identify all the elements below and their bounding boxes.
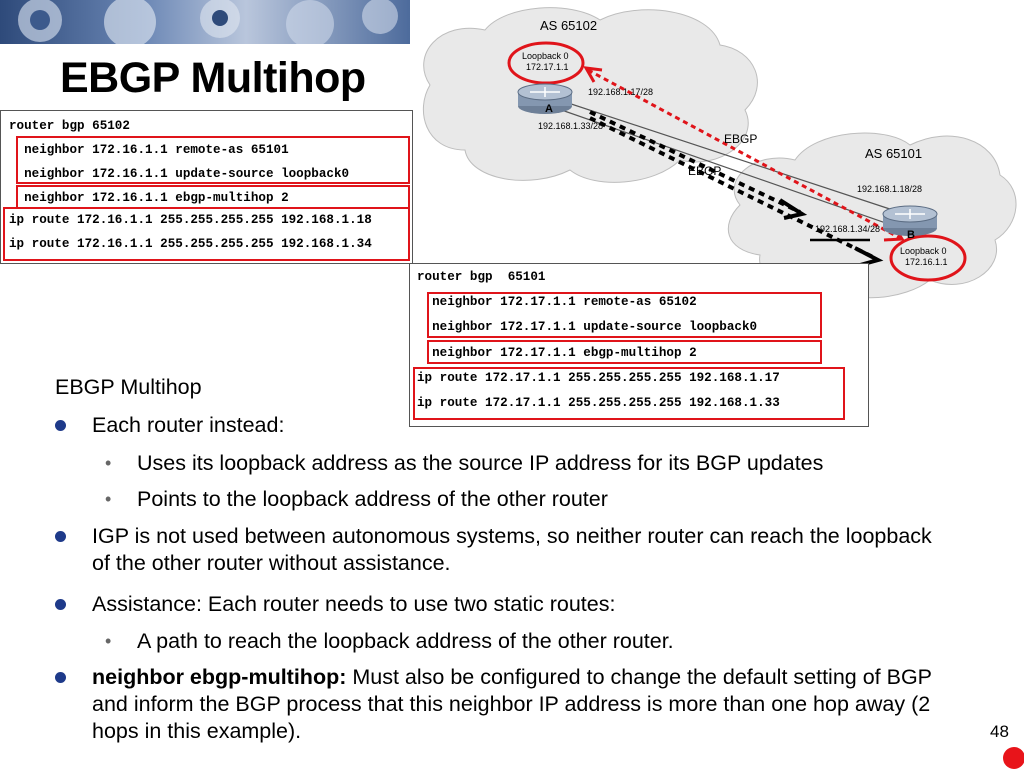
red-dot-marker — [1003, 747, 1024, 769]
config-b-line: ip route 172.17.1.1 255.255.255.255 192.… — [417, 396, 780, 410]
bullet-dot — [55, 599, 66, 610]
as-65101-label: AS 65101 — [865, 146, 922, 161]
highlight-box — [427, 292, 822, 338]
config-b-line: neighbor 172.17.1.1 ebgp-multihop 2 — [417, 346, 697, 360]
bullet-dot — [55, 531, 66, 542]
sub-bullet-dot: • — [105, 453, 112, 473]
loopback-a-circle — [507, 41, 585, 85]
header-banner-image — [0, 0, 410, 44]
as-65102-cloud — [422, 7, 758, 183]
router-a-label: A — [545, 103, 553, 115]
highlight-box — [16, 136, 410, 184]
config-router-b: router bgp 65101 neighbor 172.17.1.1 rem… — [409, 263, 869, 427]
sub-bullet-text: A path to reach the loopback address of … — [137, 629, 674, 653]
link-1 — [549, 96, 906, 215]
page-number: 48 — [990, 722, 1009, 741]
body-heading: EBGP Multihop — [55, 375, 202, 399]
config-b-line: neighbor 172.17.1.1 update-source loopba… — [417, 320, 758, 334]
config-a-line: neighbor 172.16.1.1 ebgp-multihop 2 — [9, 191, 289, 205]
ebgp-label-1: EBGP — [724, 132, 757, 146]
network-diagram: AS 65102 AS 65101 Loopback 0 172.17.1.1 … — [422, 7, 1017, 299]
config-a-line: ip route 172.16.1.1 255.255.255.255 192.… — [9, 213, 372, 227]
router-b-label: B — [907, 229, 915, 241]
config-a-line: neighbor 172.16.1.1 update-source loopba… — [9, 167, 350, 181]
bullet-text: IGP is not used between autonomous syste… — [92, 524, 932, 575]
ebgp-arrow-2 — [589, 116, 876, 260]
highlight-box — [16, 185, 410, 209]
loopback-arrow-head-a — [583, 66, 603, 83]
config-a-line: ip route 172.16.1.1 255.255.255.255 192.… — [9, 237, 372, 251]
config-b-line: ip route 172.17.1.1 255.255.255.255 192.… — [417, 371, 780, 385]
loopback-a-label: Loopback 0 — [522, 51, 569, 61]
highlight-box — [3, 207, 410, 261]
ebgp-arrow-1 — [589, 110, 801, 214]
loopback-b-circle — [889, 234, 967, 282]
a-link2-label: 192.168.1.33/28 — [538, 121, 603, 131]
bullet-dot — [55, 672, 66, 683]
b-link2-label: 192.168.1.34/28 — [815, 224, 880, 234]
config-b-line: router bgp 65101 — [417, 270, 546, 284]
loopback-b-label: Loopback 0 — [900, 246, 947, 256]
b-link1-label: 192.168.1.18/28 — [857, 184, 922, 194]
slide-title: EBGP Multihop — [60, 54, 366, 102]
highlight-box — [427, 340, 822, 364]
config-router-a: router bgp 65102 neighbor 172.16.1.1 rem… — [0, 110, 413, 264]
sub-bullet-dot: • — [105, 489, 112, 509]
sub-bullet-text: Uses its loopback address as the source … — [137, 451, 824, 475]
config-b-line: neighbor 172.17.1.1 remote-as 65102 — [417, 295, 697, 309]
loopback-a-ip: 172.17.1.1 — [526, 62, 569, 72]
sub-bullet-dot: • — [105, 631, 112, 651]
config-a-line: neighbor 172.16.1.1 remote-as 65101 — [9, 143, 289, 157]
banner-graphic — [18, 0, 398, 44]
highlight-box — [413, 367, 845, 420]
router-a-icon — [517, 83, 573, 114]
bullet-text: Assistance: Each router needs to use two… — [92, 592, 616, 616]
router-b-icon — [882, 205, 938, 236]
bullet-bold-text: neighbor ebgp-multihop: — [92, 665, 347, 689]
bullet-text: neighbor ebgp-multihop: Must also be con… — [92, 664, 952, 745]
loopback-b-ip: 172.16.1.1 — [905, 257, 948, 267]
ebgp-label-2: EBGP — [688, 164, 721, 178]
bullet-text: Each router instead: — [92, 413, 285, 437]
config-a-line: router bgp 65102 — [9, 119, 130, 133]
sub-bullet-text: Points to the loopback address of the ot… — [137, 487, 608, 511]
as-65102-label: AS 65102 — [540, 18, 597, 33]
a-link1-label: 192.168.1.17/28 — [588, 87, 653, 97]
bullet-rest-text: Must also be configured to change the de… — [92, 665, 932, 743]
bullet-dot — [55, 420, 66, 431]
